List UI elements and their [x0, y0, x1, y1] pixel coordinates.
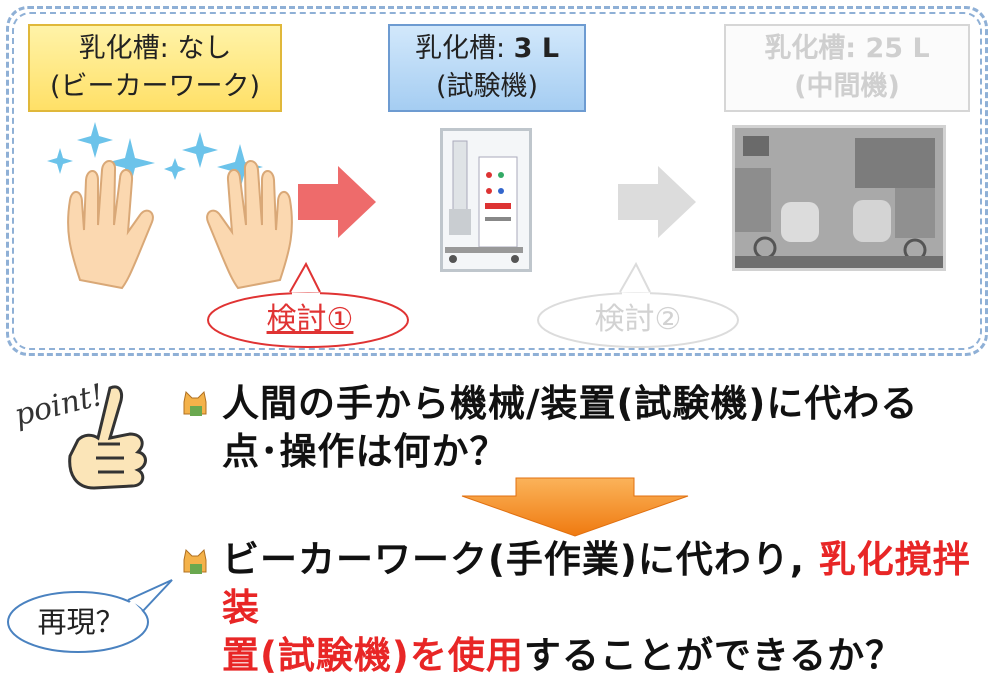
stage-test-line1-volume: 3 L [513, 33, 560, 64]
stage-beaker-label: 乳化槽: なし (ビーカーワーク) [28, 24, 282, 112]
study-2-label: 検討② [594, 302, 682, 337]
cat-icon [183, 548, 207, 574]
question-2-line1-red: 乳化撹拌装 [222, 538, 971, 629]
stage-intermediate-line1: 乳化槽: 25 L [764, 33, 930, 64]
speech-bubble [7, 579, 173, 653]
study-1-label: 検討① [266, 302, 354, 337]
stage-beaker-line1: 乳化槽: なし [78, 33, 232, 64]
question-1-line2: 点･操作は何か？ [222, 430, 508, 473]
down-arrow-icon [461, 477, 689, 537]
stage-intermediate-label: 乳化槽: 25 L (中間機) [724, 24, 970, 112]
question-1: 人間の手から機械/装置(試験機)に代わる 点･操作は何か？ [222, 380, 992, 476]
question-1-line1: 人間の手から機械/装置(試験機)に代わる [222, 382, 919, 425]
test-machine-photo [440, 128, 532, 272]
speech-label: 再現？ [37, 605, 125, 639]
right-arrow-icon-inactive [618, 166, 696, 238]
stage-test-line1-prefix: 乳化槽: [414, 33, 514, 64]
pointing-hand-icon [68, 385, 147, 490]
intermediate-machine-photo [732, 125, 946, 271]
stage-beaker-line2: (ビーカーワーク) [49, 71, 261, 102]
right-arrow-icon [298, 166, 376, 238]
question-2: ビーカーワーク(手作業)に代わり, 乳化撹拌装 置(試験機)を使用することができ… [222, 536, 992, 680]
stage-test-machine-label: 乳化槽: 3 L (試験機) [388, 24, 586, 112]
process-frame-inner [12, 12, 982, 350]
stage-test-line2: (試験機) [435, 71, 539, 102]
study-2-bubble [537, 261, 739, 348]
hands-icon [67, 160, 293, 290]
cat-icon [183, 390, 207, 416]
sparkle-icon [47, 122, 263, 190]
question-2-line1-plain: ビーカーワーク(手作業)に代わり, [222, 538, 819, 581]
stage-intermediate-line2: (中間機) [794, 71, 900, 102]
question-2-line2-plain: することができるか？ [523, 634, 904, 677]
process-frame [6, 6, 988, 356]
study-1-bubble [207, 261, 409, 348]
question-2-line2-red: 置(試験機)を使用 [222, 634, 524, 677]
